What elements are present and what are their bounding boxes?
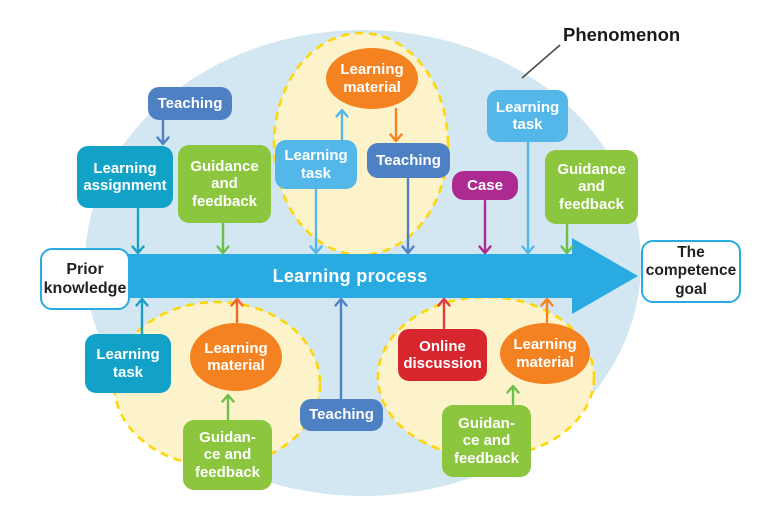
node-label-line: material (207, 357, 265, 374)
node-label-line: Learning (96, 346, 160, 364)
node-learning-task-bottom-left: Learning task (85, 334, 171, 393)
arrow-learning-task-top-to-process (309, 188, 323, 255)
arrow-learning-task-top-to-learning-material (335, 108, 349, 141)
node-guidance-top-left: Guidance and feedback (178, 145, 271, 223)
arrow-learning-task-bottom-left-to-process (135, 297, 149, 336)
node-label-line: goal (675, 280, 707, 298)
node-label-line: task (300, 164, 332, 182)
node-label-line: Prior (66, 260, 104, 278)
node-label-line: Learning (513, 336, 577, 354)
node-label-line: material (343, 78, 401, 96)
arrow-guidance-bottom-left-to-learning-material (221, 393, 235, 421)
arrow-learning-assignment-to-process (131, 207, 145, 255)
node-label-line: feedback (191, 192, 258, 210)
arrow-guidance-right-to-process (560, 223, 574, 255)
node-label-line: Learning (495, 98, 560, 116)
node-guidance-right: Guidance and feedback (545, 150, 638, 224)
arrow-teaching-top-center-to-process (401, 177, 415, 255)
node-label-line: ce and (462, 432, 511, 450)
node-teaching-top-center: Teaching (367, 143, 450, 178)
arrow-case-to-process (478, 199, 492, 255)
node-label-line: Learning (204, 339, 268, 357)
node-label-line: Teaching (376, 151, 441, 169)
node-label-line: discussion (403, 355, 482, 372)
node-label-line: feedback (194, 463, 261, 481)
node-label-line: Teaching (157, 94, 223, 112)
arrow-teaching-bottom-to-process (334, 297, 348, 401)
node-label-line: ce and (203, 446, 252, 464)
node-label-line: Learning (284, 147, 348, 165)
node-label-line: Learning (93, 159, 157, 177)
node-label-line: and (578, 178, 605, 196)
node-label-line: task (112, 363, 144, 381)
node-label-line: competence (645, 262, 737, 280)
node-prior-knowledge: Prior knowledge (40, 248, 130, 310)
node-learning-material-bottom-left: Learning material (190, 323, 282, 391)
node-label-line: Learning (340, 61, 404, 79)
node-label-line: Guidance (190, 157, 259, 175)
arrow-learning-task-right-to-process (521, 141, 535, 255)
node-label-line: Guidan- (199, 428, 256, 446)
phenomenon-label: Phenomenon (563, 24, 681, 45)
arrow-guidance-bottom-right-to-learning-material (506, 384, 520, 406)
node-label-line: The (677, 243, 705, 261)
node-learning-material-top: Learning material (326, 48, 418, 109)
node-guidance-bottom-left: Guidan- ce and feedback (183, 420, 272, 490)
node-competence-goal: The competence goal (641, 240, 741, 303)
node-learning-material-bottom-right: Learning material (500, 323, 590, 384)
node-label-line: material (516, 353, 574, 371)
arrow-learning-material-bottom-right-to-process (540, 297, 554, 324)
node-label-line: Online (419, 337, 466, 355)
node-guidance-bottom-right: Guidan- ce and feedback (442, 405, 531, 477)
arrow-learning-material-bottom-left-to-process (230, 297, 244, 324)
arrow-online-discussion-to-process (437, 297, 451, 330)
node-label-line: knowledge (43, 280, 127, 297)
node-label-line: assignment (83, 177, 167, 194)
node-learning-assignment: Learning assignment (77, 146, 173, 208)
node-label-line: Guidance (557, 160, 626, 178)
node-online-discussion: Online discussion (398, 329, 487, 381)
node-label-line: task (512, 116, 543, 133)
node-label-line: and (211, 175, 238, 193)
phenomenon-pointer-line (521, 44, 561, 79)
node-label-line: feedback (453, 449, 520, 467)
arrow-learning-material-to-teaching (389, 107, 403, 143)
node-teaching-top-left: Teaching (148, 87, 232, 120)
learning-process-arrow (128, 238, 638, 314)
node-case: Case (452, 171, 518, 200)
node-label-line: Teaching (309, 406, 374, 424)
arrow-guidance-top-left-to-process (216, 222, 230, 255)
node-learning-task-right: Learning task (487, 90, 568, 142)
learning-process-label: Learning process (272, 265, 428, 286)
node-teaching-bottom: Teaching (300, 399, 383, 431)
node-label-line: feedback (558, 195, 625, 213)
node-label-line: Guidan- (458, 414, 515, 432)
node-label-line: Case (467, 176, 503, 194)
node-learning-task-top: Learning task (275, 140, 357, 189)
arrow-teaching-to-learning-assignment (156, 119, 170, 146)
